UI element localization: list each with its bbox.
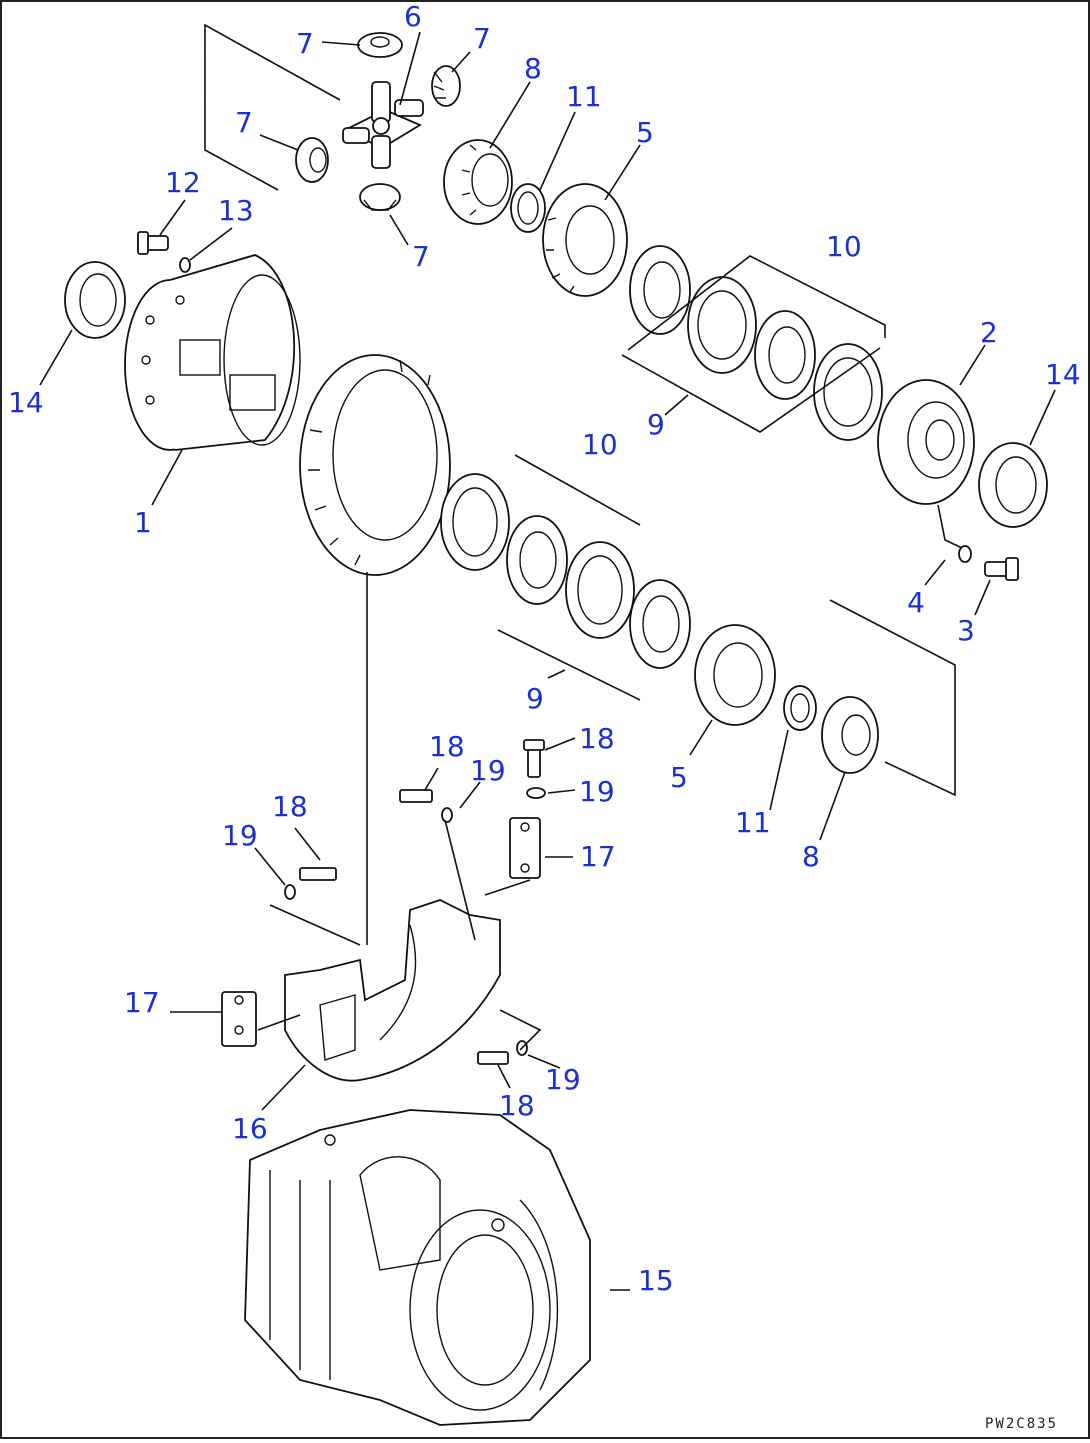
callout-17: 17 bbox=[580, 840, 616, 873]
callout-2: 2 bbox=[980, 316, 998, 349]
leader-lines bbox=[39, 31, 1056, 1291]
callout-11: 11 bbox=[735, 806, 771, 839]
side-gear-8-top bbox=[443, 139, 513, 225]
callout-7: 7 bbox=[235, 106, 253, 139]
group-bracket-10-top bbox=[627, 255, 886, 351]
bearing-14-right bbox=[978, 442, 1048, 528]
group-bracket-right bbox=[829, 599, 956, 797]
bolt-18-c bbox=[299, 867, 337, 881]
callout-12: 12 bbox=[165, 166, 201, 199]
bolt-3 bbox=[984, 557, 1019, 581]
washer-19-c bbox=[284, 884, 296, 900]
callout-15: 15 bbox=[638, 1264, 674, 1297]
callout-19: 19 bbox=[222, 819, 258, 852]
bolt-18-a bbox=[523, 739, 545, 778]
pinion-gear-7-left bbox=[295, 137, 329, 183]
separator-plate-10-lower-b bbox=[565, 541, 635, 639]
thrust-washer-11-top bbox=[510, 183, 546, 233]
mount-plate-17-right bbox=[509, 817, 541, 879]
side-gear-8-lower bbox=[821, 696, 879, 774]
separator-plate-10-lower-a bbox=[440, 473, 510, 571]
washer-19-b bbox=[441, 807, 453, 823]
callout-9: 9 bbox=[526, 682, 544, 715]
callout-labels: 7 6 7 8 11 7 5 12 13 7 10 2 14 14 9 10 1… bbox=[8, 0, 1081, 1297]
group-bracket-7 bbox=[204, 23, 341, 191]
callout-19: 19 bbox=[545, 1063, 581, 1096]
callout-13: 13 bbox=[218, 194, 254, 227]
washer-19-a bbox=[526, 787, 546, 799]
callout-18: 18 bbox=[272, 790, 308, 823]
callout-19: 19 bbox=[470, 754, 506, 787]
group-bracket-9-top bbox=[621, 347, 881, 433]
callout-11: 11 bbox=[566, 80, 602, 113]
callout-19: 19 bbox=[579, 775, 615, 808]
pressure-plate-5-top bbox=[542, 183, 628, 297]
friction-disc-9-lower-a bbox=[506, 515, 568, 605]
lower-bracket-16 bbox=[284, 899, 501, 1082]
callout-7: 7 bbox=[296, 27, 314, 60]
callout-1: 1 bbox=[134, 506, 152, 539]
callout-9: 9 bbox=[647, 408, 665, 441]
callout-5: 5 bbox=[670, 761, 688, 794]
washer-13 bbox=[179, 257, 191, 273]
thrust-washer-11-lower bbox=[783, 685, 817, 731]
pressure-plate-5-lower bbox=[694, 624, 776, 726]
differential-case-1 bbox=[124, 254, 301, 451]
friction-disc-9-lower-b bbox=[629, 579, 691, 669]
mount-plate-17-left bbox=[221, 991, 257, 1047]
callout-17: 17 bbox=[124, 986, 160, 1019]
group-bracket-10-lower bbox=[514, 454, 641, 526]
washer-4 bbox=[958, 545, 972, 563]
callout-10: 10 bbox=[582, 428, 618, 461]
callout-10: 10 bbox=[826, 230, 862, 263]
group-bracket-9-lower bbox=[497, 629, 641, 701]
callout-4: 4 bbox=[907, 586, 925, 619]
spider-cross-part-6 bbox=[342, 81, 424, 169]
bolt-12 bbox=[137, 231, 169, 255]
differential-cover-2 bbox=[877, 379, 975, 505]
callout-7: 7 bbox=[412, 240, 430, 273]
callout-16: 16 bbox=[232, 1112, 268, 1145]
callout-5: 5 bbox=[636, 116, 654, 149]
friction-disc-9-top-a bbox=[629, 245, 691, 335]
axle-housing-15 bbox=[244, 1109, 591, 1426]
callout-8: 8 bbox=[802, 840, 820, 873]
callout-18: 18 bbox=[579, 722, 615, 755]
callout-18: 18 bbox=[499, 1089, 535, 1122]
callout-3: 3 bbox=[957, 614, 975, 647]
bolt-18-d bbox=[477, 1051, 509, 1065]
callout-14: 14 bbox=[8, 386, 44, 419]
callout-8: 8 bbox=[524, 52, 542, 85]
pinion-gear-7-bottom bbox=[359, 183, 401, 211]
callout-14: 14 bbox=[1045, 358, 1081, 391]
separator-plate-10-top-b bbox=[813, 343, 883, 441]
bolt-18-b bbox=[399, 789, 433, 803]
callout-7: 7 bbox=[473, 22, 491, 55]
friction-disc-9-top-b bbox=[754, 310, 816, 400]
callout-18: 18 bbox=[429, 730, 465, 763]
figure-code: PW2C835 bbox=[985, 1416, 1058, 1432]
bearing-14-left bbox=[64, 261, 126, 339]
pinion-gear-7-right bbox=[431, 65, 461, 107]
callout-6: 6 bbox=[404, 0, 422, 33]
ring-gear bbox=[299, 354, 451, 576]
